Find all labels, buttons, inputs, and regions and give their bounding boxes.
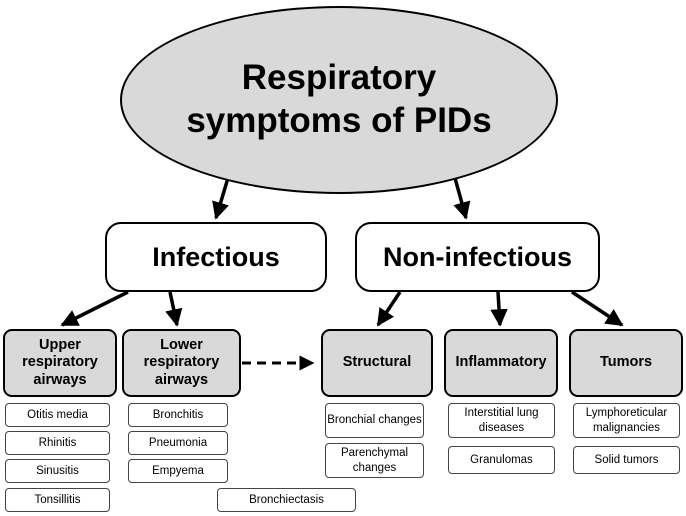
arrow-noninfectious-to-inflammatory	[490, 291, 508, 327]
leaf-lymphoreticular-malignancies: Lymphoreticular malignancies	[573, 403, 680, 438]
category-infectious: Infectious	[105, 222, 327, 292]
subcategory-tumors: Tumors	[569, 329, 683, 397]
arrow-noninfectious-to-tumors	[571, 290, 624, 327]
leaf-bronchitis: Bronchitis	[128, 403, 228, 427]
leaf-bronchiectasis: Bronchiectasis	[217, 488, 356, 512]
leaf-granulomas: Granulomas	[448, 446, 555, 474]
leaf-pneumonia: Pneumonia	[128, 431, 228, 455]
subcategory-lower-airways: Lower respiratory airways	[122, 329, 241, 397]
leaf-bronchial-changes: Bronchial changes	[325, 403, 424, 438]
leaf-interstitial-lung-diseases: Interstitial lung diseases	[448, 403, 555, 438]
arrow-noninfectious-to-structural	[376, 291, 402, 327]
subcategory-structural: Structural	[321, 329, 433, 397]
subcategory-inflammatory: Inflammatory	[444, 329, 558, 397]
arrow-infectious-to-lower	[165, 291, 183, 327]
category-noninfectious: Non-infectious	[355, 222, 600, 292]
leaf-parenchymal-changes: Parenchymal changes	[325, 443, 424, 478]
root-ellipse: Respiratory symptoms of PIDs	[120, 6, 558, 194]
leaf-sinusitis: Sinusitis	[5, 459, 110, 483]
leaf-rhinitis: Rhinitis	[5, 431, 110, 455]
arrow-root-to-infectious	[212, 177, 230, 220]
leaf-tonsillitis: Tonsillitis	[5, 488, 110, 512]
subcategory-upper-airways: Upper respiratory airways	[3, 329, 117, 397]
arrow-root-to-noninfectious	[453, 177, 471, 220]
leaf-otitis-media: Otitis media	[5, 403, 110, 427]
arrow-infectious-to-upper	[60, 290, 129, 327]
leaf-empyema: Empyema	[128, 459, 228, 483]
leaf-solid-tumors: Solid tumors	[573, 446, 680, 474]
